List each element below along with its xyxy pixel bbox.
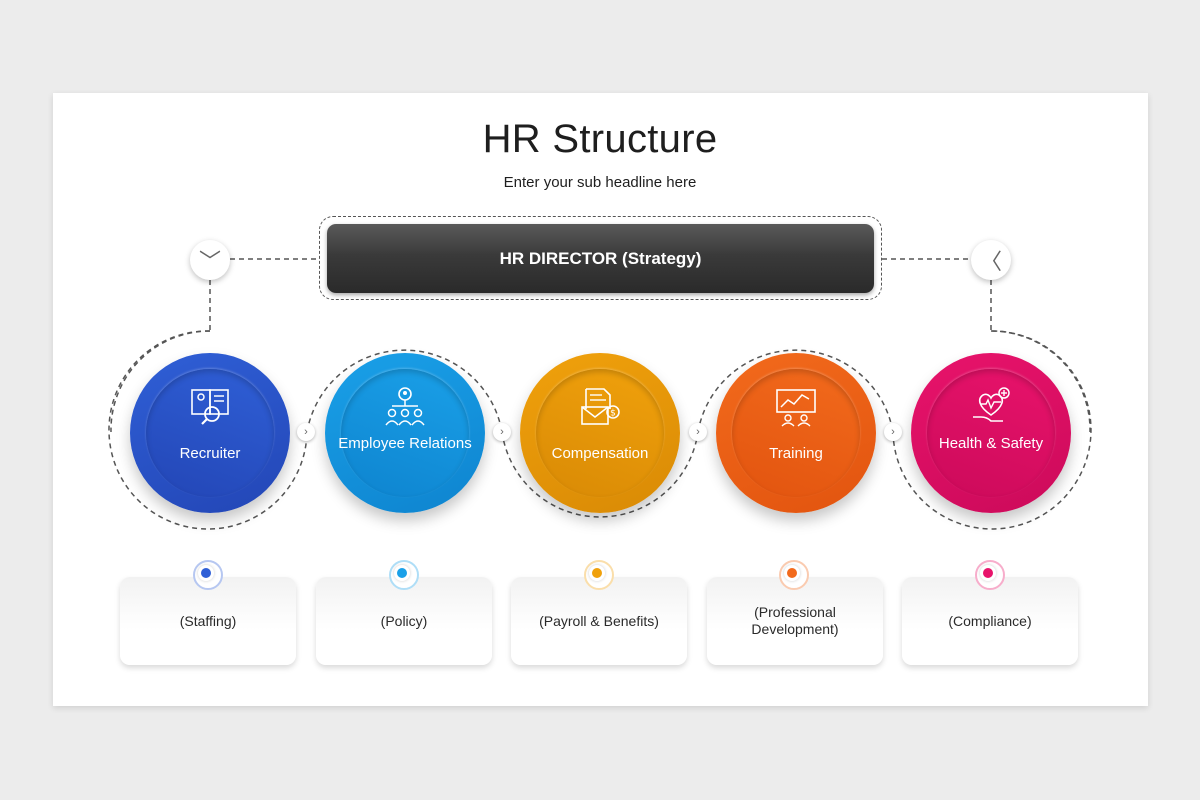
marker-dot (584, 560, 614, 590)
detail-card-development: (Professional Development) (707, 577, 883, 665)
team-hierarchy-icon (385, 387, 425, 426)
department-circle-health-safety[interactable]: Health & Safety (911, 353, 1071, 513)
detail-label: (Payroll & Benefits) (539, 612, 659, 629)
chevron-down-icon: ﹀ (198, 249, 221, 274)
chevron-right-icon: › (689, 423, 707, 441)
chevron-left-icon: 〈 (979, 249, 1002, 274)
department-name: Compensation (551, 445, 649, 462)
health-hand-icon (973, 387, 1010, 422)
department-name: Training (769, 445, 823, 462)
detail-label: (Policy) (380, 612, 428, 629)
detail-card-compliance: (Compliance) (902, 577, 1078, 665)
page-subtitle: Enter your sub headline here (503, 174, 697, 191)
detail-label: (Professional Development) (751, 604, 839, 637)
detail-label: (Staffing) (179, 612, 237, 629)
marker-dot (389, 560, 419, 590)
director-label: HR DIRECTOR (Strategy) (499, 248, 702, 268)
chevron-left-button[interactable]: 〈 (971, 240, 1011, 280)
marker-dot (975, 560, 1005, 590)
presentation-board-icon (776, 389, 816, 427)
director-box[interactable]: HR DIRECTOR (Strategy) (327, 224, 874, 293)
page-title: HR Structure (482, 117, 718, 161)
chevron-right-icon: › (297, 423, 315, 441)
svg-text:$: $ (610, 409, 616, 419)
department-circle-employee-relations[interactable]: Employee Relations (325, 353, 485, 513)
chevron-right-icon: › (493, 423, 511, 441)
department-name: Employee Relations (338, 435, 472, 452)
chevron-down-button[interactable]: ﹀ (190, 240, 230, 280)
detail-card-policy: (Policy) (316, 577, 492, 665)
department-circle-training[interactable]: Training (716, 353, 876, 513)
marker-dot (779, 560, 809, 590)
chevron-right-icon: › (884, 423, 902, 441)
detail-label: (Compliance) (948, 612, 1032, 629)
detail-card-payroll: (Payroll & Benefits) (511, 577, 687, 665)
department-circle-compensation[interactable]: $ Compensation (520, 353, 680, 513)
detail-card-staffing: (Staffing) (120, 577, 296, 665)
department-name: Recruiter (179, 445, 241, 462)
department-name: Health & Safety (938, 435, 1044, 452)
circle-inner (927, 369, 1055, 497)
circle-inner (536, 369, 664, 497)
circle-inner (341, 369, 469, 497)
department-circle-recruiter[interactable]: Recruiter (130, 353, 290, 513)
director-frame (319, 216, 882, 300)
marker-dot (193, 560, 223, 590)
resume-search-icon (191, 389, 229, 425)
payroll-icon: $ (581, 388, 620, 425)
